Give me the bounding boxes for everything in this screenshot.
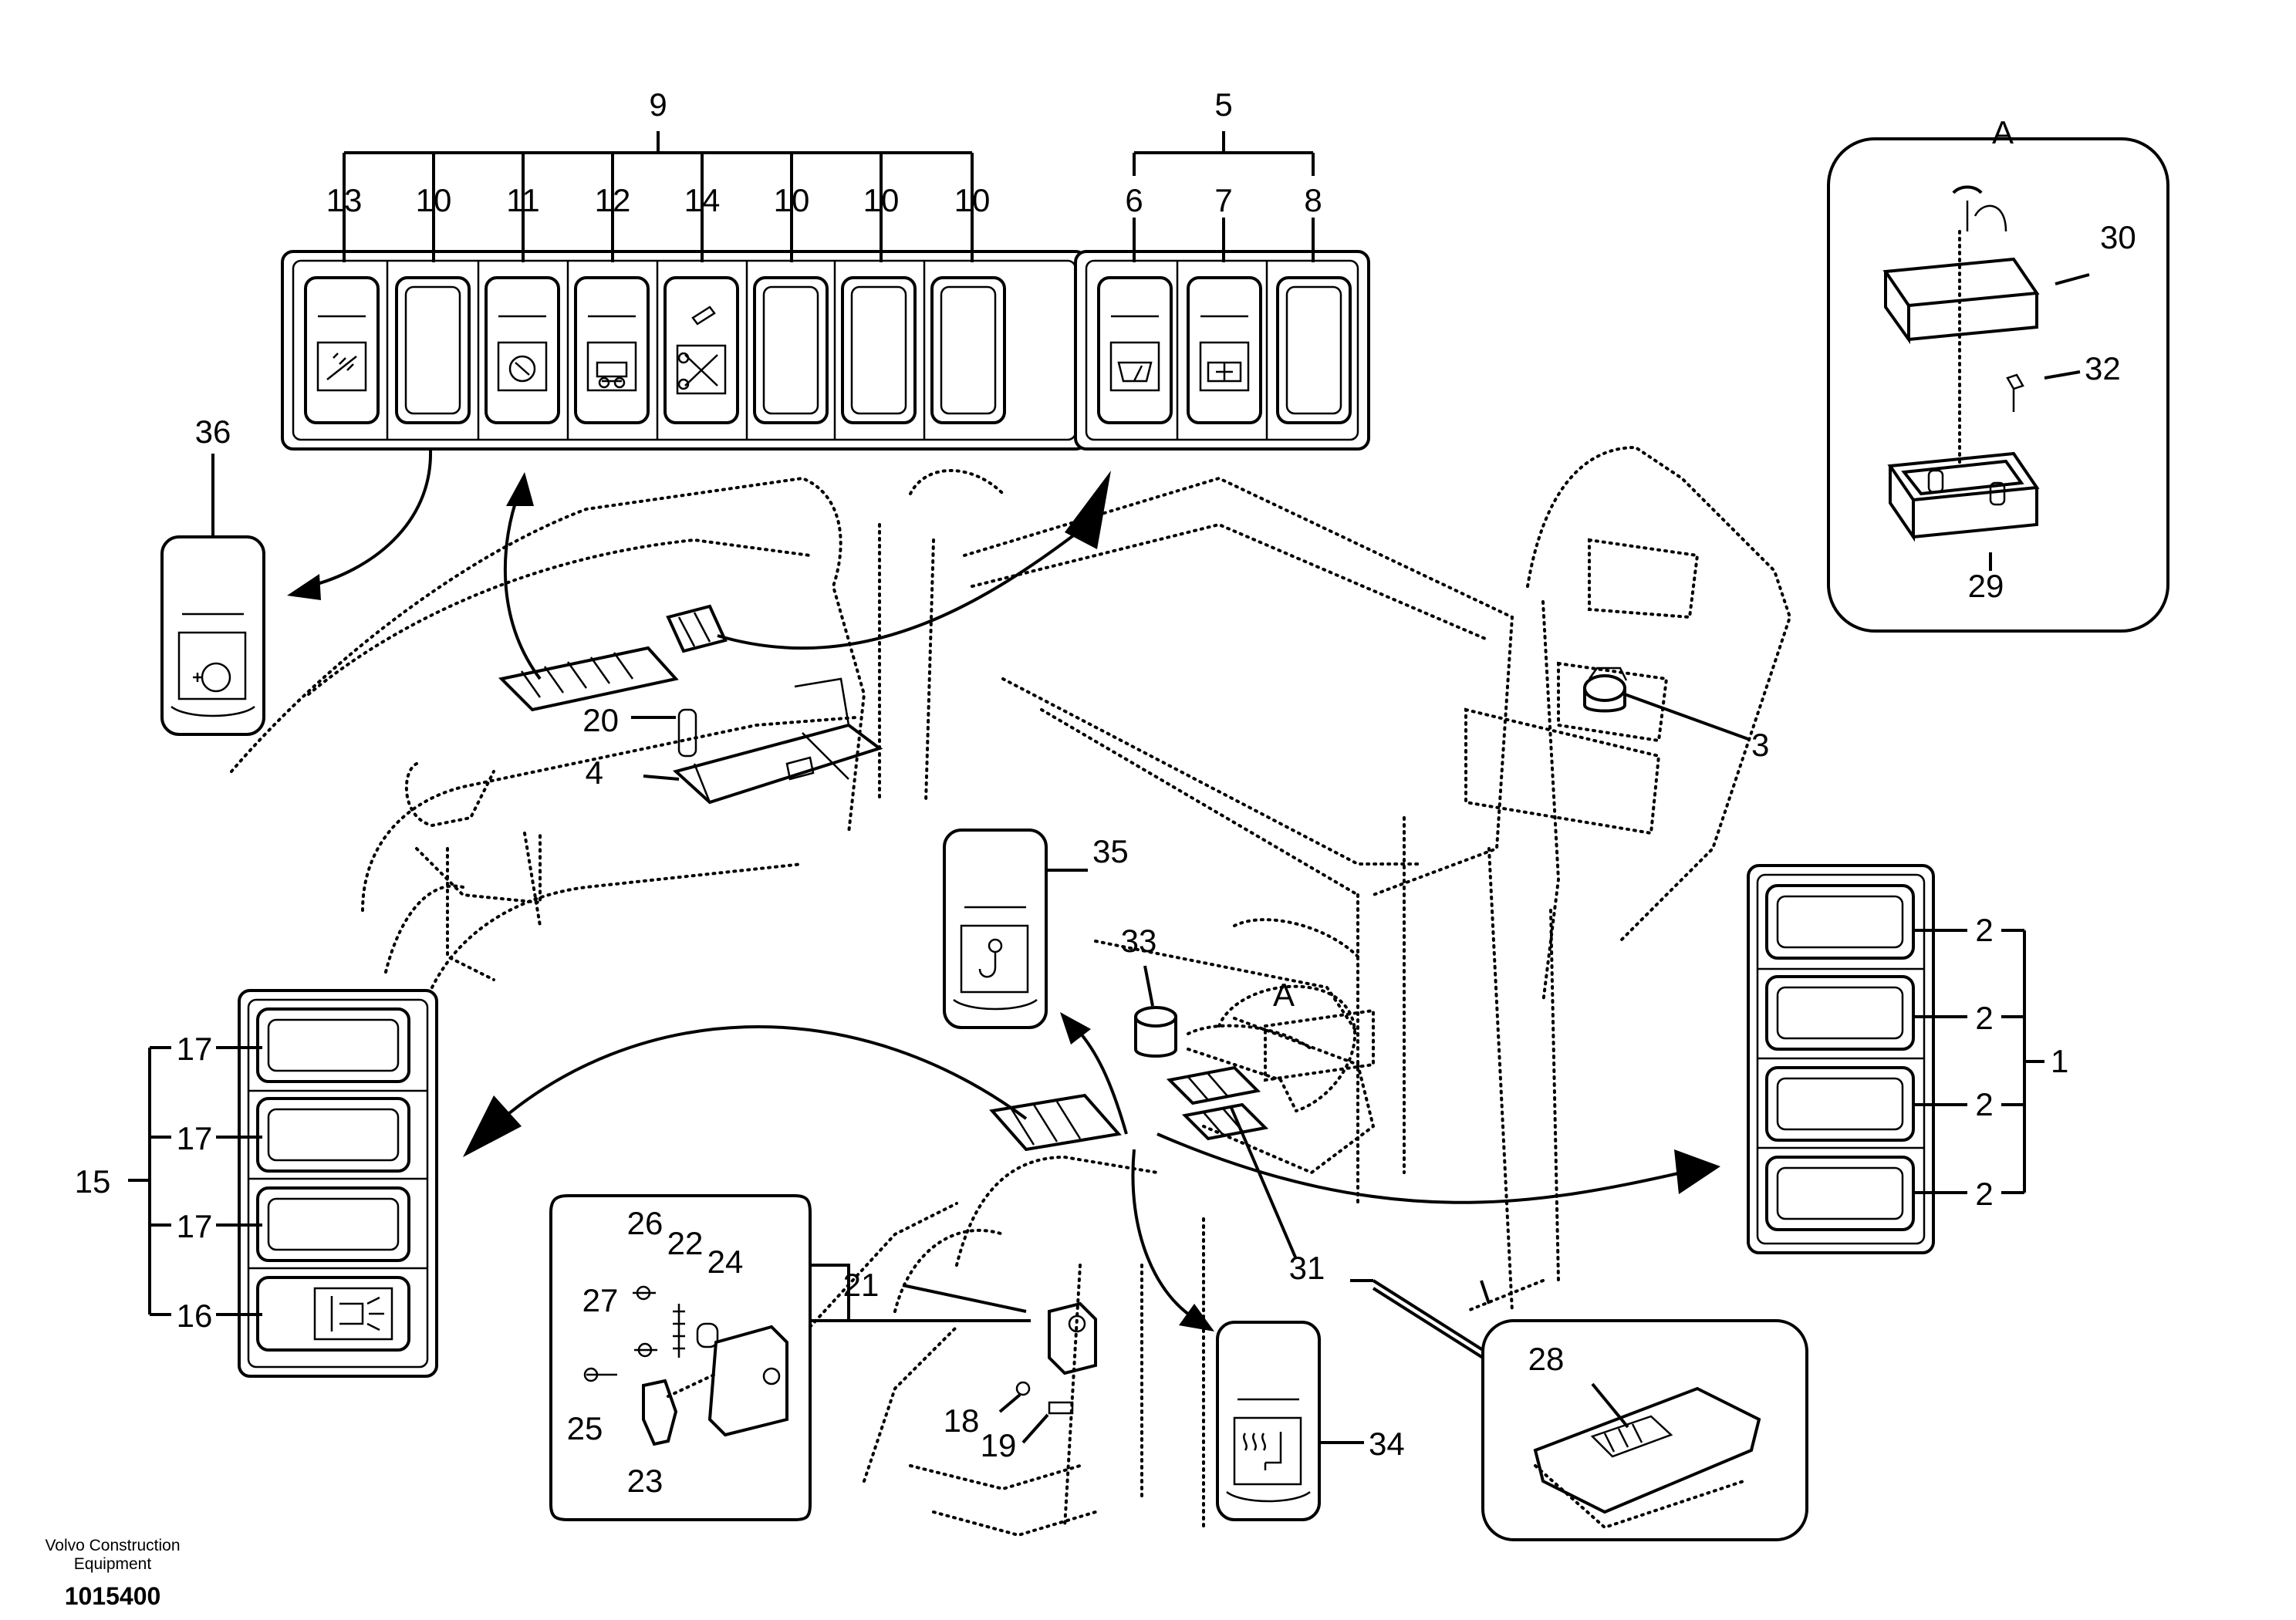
- work-light-icon: [330, 1296, 384, 1331]
- callout-9: 9: [649, 86, 667, 123]
- switch-35: [943, 829, 1088, 1029]
- drawing-number: 1015400: [65, 1582, 161, 1610]
- cutter-icon: [677, 305, 718, 390]
- callout-1: 1: [2051, 1043, 2068, 1079]
- detail-21-box: [549, 1194, 1031, 1521]
- arrow-to-36: [287, 450, 433, 600]
- callout-6: 6: [1125, 182, 1143, 218]
- callout-34: 34: [1369, 1426, 1405, 1462]
- callout-21: 21: [843, 1267, 880, 1303]
- callout-30: 30: [2100, 219, 2136, 255]
- switch-34: [1216, 1321, 1364, 1521]
- detail-a-box: [1827, 137, 2169, 633]
- company-name-line1: Volvo Construction: [45, 1537, 180, 1554]
- callout-17-b: 17: [177, 1120, 213, 1156]
- callout-a-view: A: [1273, 977, 1295, 1013]
- switch-panel-1: [1747, 864, 1935, 1254]
- callout-25: 25: [567, 1410, 603, 1446]
- arrow-to-panel15: [463, 1025, 1028, 1157]
- arrow-up-to-panel9: [503, 472, 542, 680]
- arrow-to-35: [1060, 1012, 1128, 1135]
- callout-15: 15: [75, 1163, 111, 1200]
- callout-32: 32: [2085, 350, 2121, 386]
- callout-5: 5: [1214, 86, 1232, 123]
- callout-26: 26: [627, 1205, 663, 1241]
- callout-17-a: 17: [177, 1031, 213, 1067]
- callout-13: 13: [326, 182, 363, 218]
- callout-29: 29: [1968, 568, 2004, 604]
- callout-20: 20: [582, 702, 619, 738]
- dash-switch-cluster: [498, 604, 728, 712]
- callout-19: 19: [981, 1427, 1017, 1463]
- callout-2-b: 2: [1975, 1000, 1993, 1036]
- callout-24: 24: [707, 1244, 744, 1280]
- bracket-4: [631, 677, 883, 805]
- bracket-15: [128, 1046, 262, 1316]
- switch-panel-9: [281, 250, 1088, 451]
- arrow-to-panel5: [717, 471, 1111, 650]
- lifting-hook-icon: [978, 938, 1003, 978]
- callout-23: 23: [627, 1463, 663, 1499]
- callout-8: 8: [1304, 182, 1322, 218]
- callout-33: 33: [1121, 923, 1157, 959]
- seat-heater-icon: [1243, 1432, 1282, 1470]
- callout-7: 7: [1214, 182, 1232, 218]
- callout-27: 27: [582, 1282, 619, 1318]
- arrow-to-34: [1131, 1149, 1214, 1331]
- part-21-on-cab: [998, 1301, 1097, 1444]
- callout-10-b: 10: [774, 182, 810, 218]
- callout-2-c: 2: [1975, 1086, 1993, 1122]
- callout-12: 12: [595, 182, 631, 218]
- callout-18: 18: [944, 1402, 980, 1439]
- callout-36: 36: [195, 413, 231, 450]
- switch-panel-15: [238, 989, 438, 1378]
- callout-3: 3: [1751, 727, 1769, 763]
- company-name-line2: Equipment: [74, 1555, 152, 1573]
- detail-28-box: [1230, 1107, 1808, 1541]
- callout-10-a: 10: [416, 182, 452, 218]
- callout-a-detail: A: [1992, 114, 2014, 150]
- callout-2-a: 2: [1975, 912, 1993, 948]
- callout-2-d: 2: [1975, 1176, 1993, 1212]
- callout-31: 31: [1289, 1250, 1325, 1286]
- arrow-to-panel1: [1156, 1132, 1720, 1204]
- callout-22: 22: [667, 1225, 704, 1261]
- bracket-9: [343, 131, 974, 262]
- callout-28: 28: [1528, 1341, 1565, 1377]
- switch-panel-5: [1074, 250, 1370, 451]
- bracket-1: [1913, 929, 2044, 1194]
- callout-10-d: 10: [954, 182, 991, 218]
- callout-35: 35: [1092, 833, 1129, 869]
- washer-icon: [326, 353, 357, 380]
- callout-10-c: 10: [863, 182, 900, 218]
- travel-alarm-icon: [596, 361, 628, 389]
- callout-14: 14: [684, 182, 721, 218]
- callout-17-c: 17: [177, 1208, 213, 1244]
- callout-11: 11: [506, 182, 540, 218]
- cigar-lighter-3: [1583, 667, 1749, 741]
- callout-16: 16: [177, 1298, 213, 1334]
- engine-icon: [508, 355, 536, 383]
- callout-4: 4: [586, 754, 603, 791]
- callout-labels: 9 13 10 11 12 14 10 10 10 5 6 7 8 A 30 3…: [75, 86, 2136, 1499]
- floor-switch-cluster: [989, 984, 1357, 1152]
- footer-block: Volvo Construction Equipment 1015400: [45, 1537, 180, 1610]
- cab-outline-dotted: [230, 445, 1792, 1537]
- bracket-5: [1133, 131, 1315, 262]
- switch-36: [160, 454, 265, 736]
- cap-33: [1134, 965, 1177, 1058]
